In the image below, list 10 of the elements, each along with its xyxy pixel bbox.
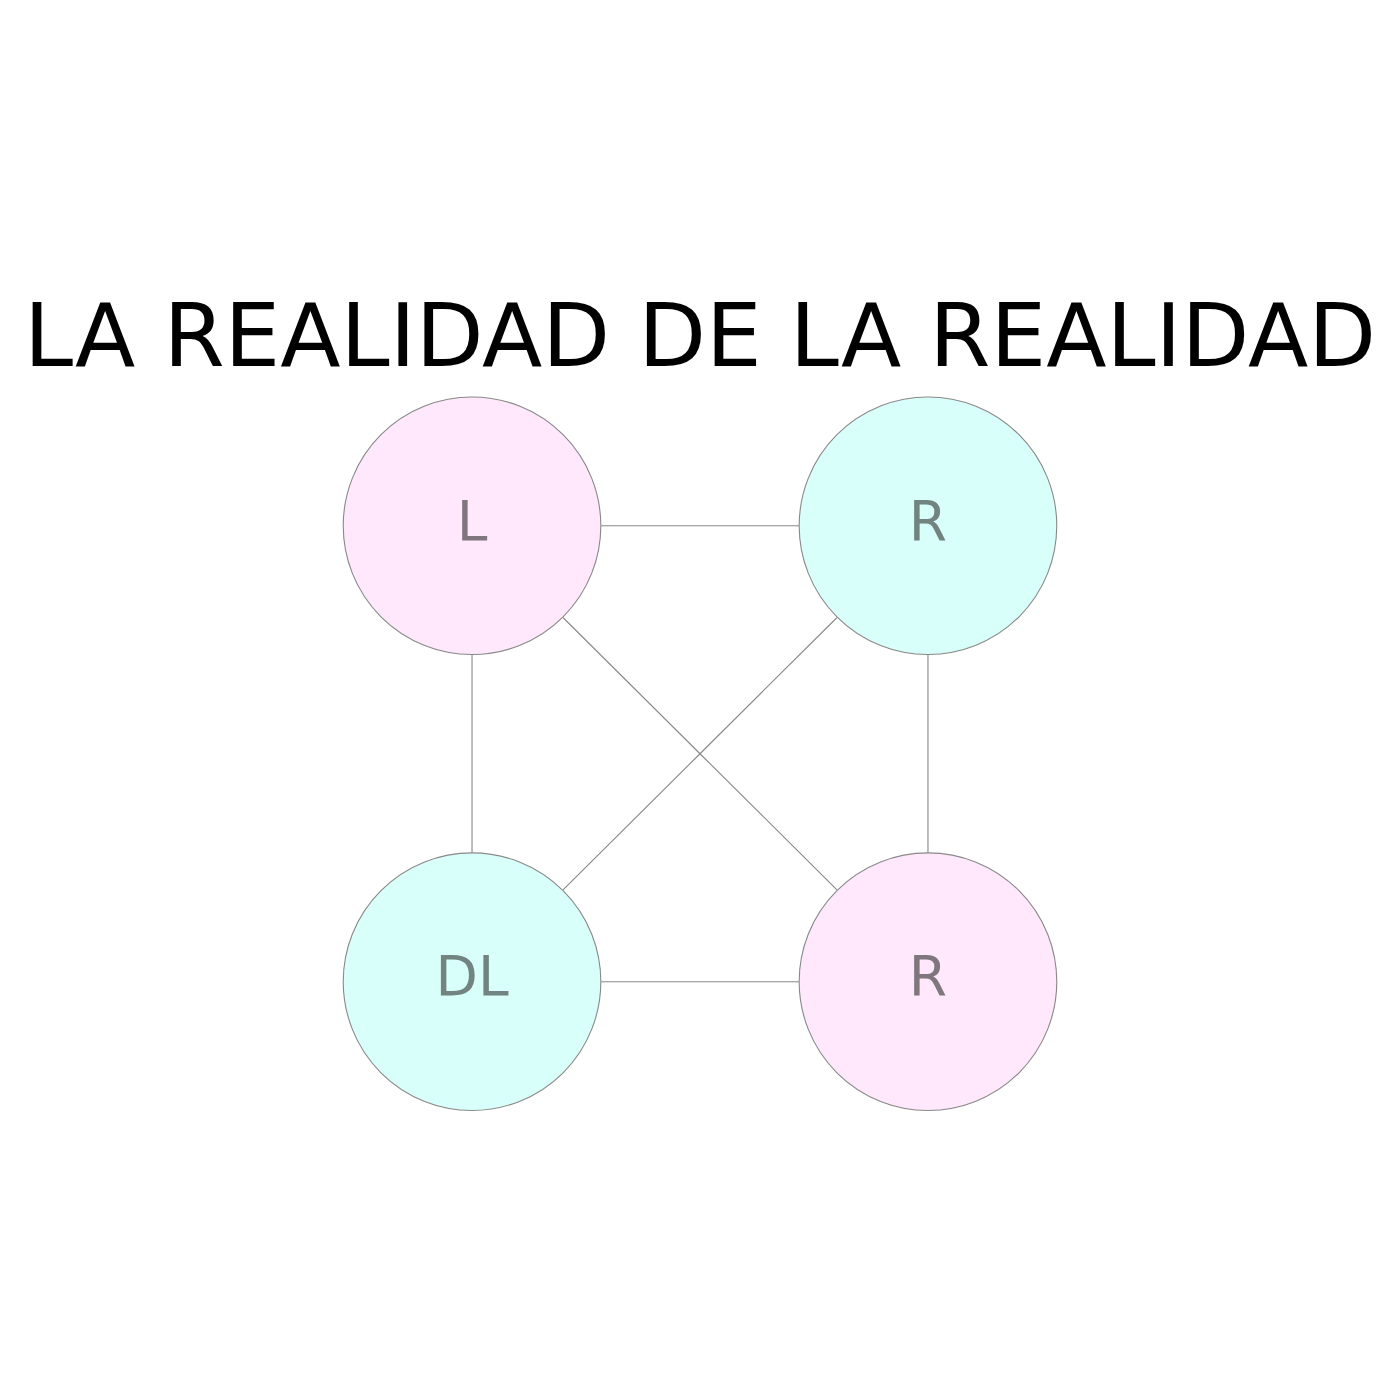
connector [927,654,929,854]
node-circle: DL [342,852,602,1112]
connector [600,525,800,527]
connector [562,617,838,891]
node-circle: R [798,852,1058,1112]
connector [600,981,800,983]
diagram-title: LA REALIDAD DE LA REALIDAD [23,283,1377,387]
node-circle: R [798,396,1058,656]
node-circle: L [342,396,602,656]
connector [471,654,473,854]
